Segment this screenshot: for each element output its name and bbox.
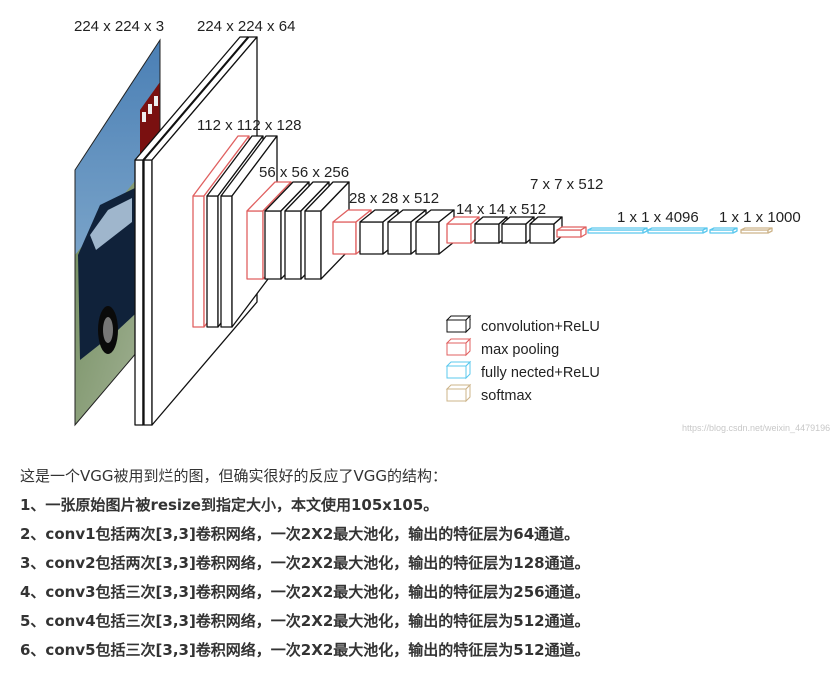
legend-label-fully-connected: fully nected+ReLU [481,365,600,381]
block-conv5-2 [501,216,535,244]
label-conv4: 28 x 28 x 512 [349,190,439,207]
legend-item-softmax: softmax [445,383,533,404]
conv4-1-front-face [359,221,384,255]
block-fc7 [647,227,708,234]
description: 这是一个VGG被用到烂的图，但确实很好的反应了VGG的结构： 1、一张原始图片被… [20,465,820,668]
pool4-front-face [446,223,472,244]
legend-item-max-pooling: max pooling [445,337,559,358]
pool5-front-face [556,229,582,238]
fc6-side-face [642,227,648,234]
conv4-2-front-face [387,221,412,255]
intro-text: 这是一个VGG被用到烂的图，但确实很好的反应了VGG的结构： [20,467,448,485]
fc8-side-face [732,227,738,234]
fc7-top-face [647,227,708,231]
conv5-3-front-face [529,223,555,244]
pool1-front-face [192,195,205,328]
conv3-3-front-face [304,210,322,280]
label-softmax: 1 x 1 x 1000 [719,209,801,226]
block-fc8 [709,227,738,234]
conv1-1-front-face [134,159,144,426]
legend-label-convolution: convolution+ReLU [481,319,600,335]
softmax-top-face [740,227,773,231]
conv1-2-front-face [143,159,153,426]
label-conv3: 56 x 56 x 256 [259,164,349,181]
label-conv2: 112 x 112 x 128 [197,117,302,134]
conv4-3-front-face [415,221,440,255]
point-2: 2、conv1包括两次[3,3]卷积网络，一次2X2最大池化，输出的特征层为64… [20,525,580,543]
block-pool4 [446,216,480,244]
point-4: 4、conv3包括三次[3,3]卷积网络，一次2X2最大池化，输出的特征层为25… [20,583,590,601]
watermark: https://blog.csdn.net/weixin_44791964 [682,423,830,433]
legend-swatch-softmax [445,383,472,403]
fc6-top-face [587,227,648,231]
legend-item-convolution: convolution+ReLU [445,314,600,335]
label-pool5: 7 x 7 x 512 [530,176,603,193]
legend-swatch-convolution [445,314,472,334]
conv2-2-front-face [220,195,233,328]
point-5: 5、conv4包括三次[3,3]卷积网络，一次2X2最大池化，输出的特征层为51… [20,612,590,630]
legend-item-fully-connected: fully nected+ReLU [445,360,600,381]
label-input: 224 x 224 x 3 [74,18,164,35]
legend-swatch-max-pooling [445,337,472,357]
label-conv1: 224 x 224 x 64 [197,18,295,35]
legend-label-max-pooling: max pooling [481,342,559,358]
legend-swatch-fully-connected [445,360,472,380]
conv3-1-front-face [264,210,282,280]
block-pool5 [556,226,587,238]
pool5-side-face [580,226,587,238]
block-fc6 [587,227,648,234]
pool3-front-face [332,221,357,255]
legend-label-softmax: softmax [481,388,533,404]
label-fc: 1 x 1 x 4096 [617,209,699,226]
pool2-front-face [246,210,264,280]
point-1: 1、一张原始图片被resize到指定大小，本文使用105x105。 [20,496,439,514]
softmax-side-face [767,227,773,234]
conv5-1-front-face [474,223,500,244]
conv5-2-front-face [501,223,527,244]
point-6: 6、conv5包括三次[3,3]卷积网络，一次2X2最大池化，输出的特征层为51… [20,641,590,659]
vgg16-architecture-diagram: 224 x 224 x 3 224 x 224 x 64 112 x 112 x… [74,18,830,433]
label-conv5: 14 x 14 x 512 [456,201,546,218]
layer-blocks [134,36,773,426]
block-softmax [740,227,773,234]
conv3-2-front-face [284,210,302,280]
legend: convolution+ReLU max pooling fully necte… [445,314,600,404]
point-3: 3、conv2包括两次[3,3]卷积网络，一次2X2最大池化，输出的特征层为12… [20,554,590,572]
conv2-1-front-face [206,195,219,328]
fc7-side-face [702,227,708,234]
